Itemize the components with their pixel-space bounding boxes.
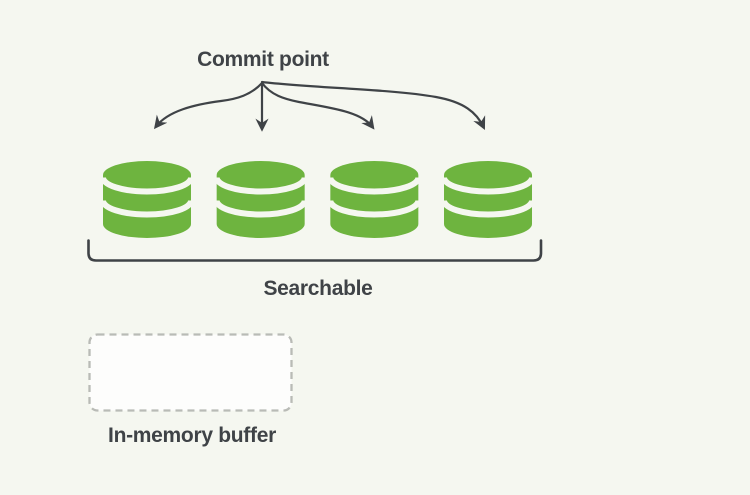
database-icon <box>103 161 191 238</box>
database-icon <box>217 161 305 238</box>
in-memory-buffer-box <box>88 333 293 412</box>
commit-point-label: Commit point <box>197 48 329 71</box>
segments-row <box>103 161 532 238</box>
arrow-to-segment-4 <box>260 80 486 130</box>
database-icon <box>330 161 418 238</box>
database-icon <box>444 161 532 238</box>
arrow-to-segment-3 <box>260 81 375 130</box>
in-memory-buffer-label: In-memory buffer <box>108 424 276 447</box>
searchable-bracket <box>87 239 543 262</box>
arrow-to-segment-1 <box>153 81 264 130</box>
commit-point-arrows <box>153 80 486 132</box>
searchable-label: Searchable <box>263 277 373 300</box>
